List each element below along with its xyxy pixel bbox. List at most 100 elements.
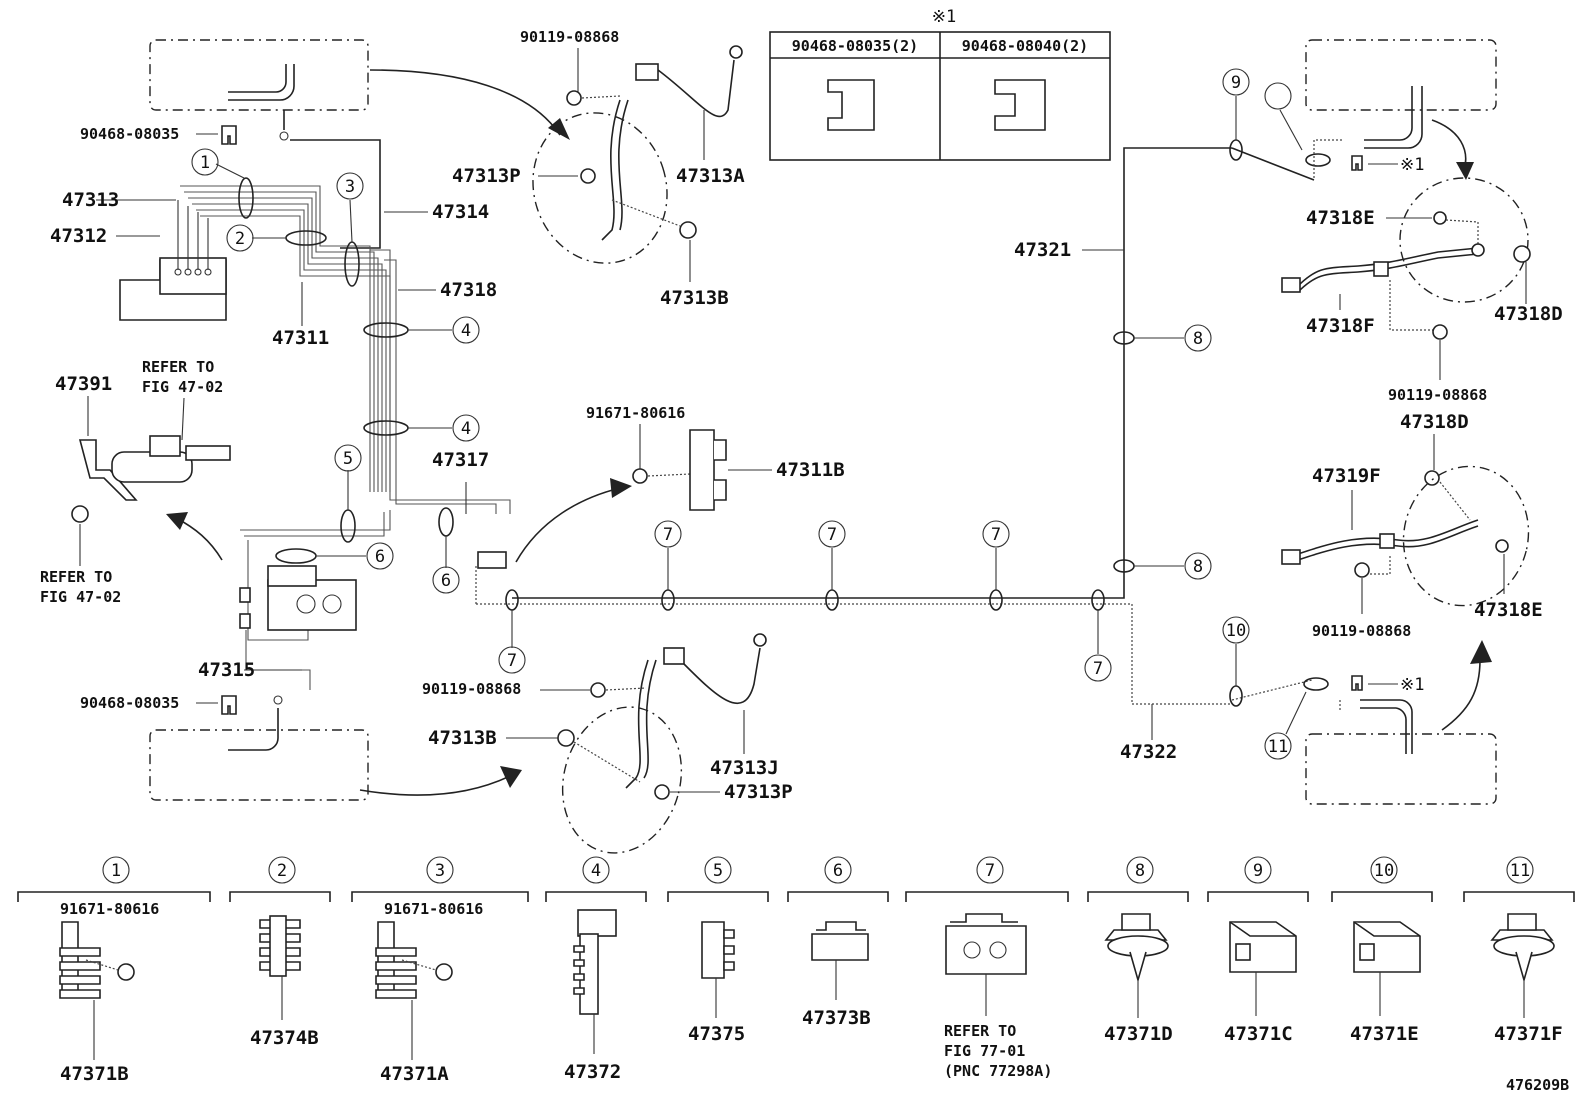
legend-row: 1 91671-80616 47371B 2 47374B 3 91671-80… xyxy=(17,856,1575,1085)
callout-10: 10 xyxy=(1226,621,1246,641)
legend-num: 11 xyxy=(1510,861,1530,881)
clip-icon xyxy=(221,695,237,715)
fig-47-02-1: FIG 47-02 xyxy=(142,378,223,396)
top-left-group: 90468-08035 47313 47312 xyxy=(50,39,570,514)
diagram-code: 476209B xyxy=(1506,1076,1569,1094)
junction-group: 5 6 47315 90468-08035 xyxy=(80,444,522,801)
junction-block-icon xyxy=(267,579,357,631)
label-47318F: 47318F xyxy=(1306,315,1375,337)
callout-3: 3 xyxy=(345,177,355,197)
legend-num: 7 xyxy=(985,861,995,881)
label-47313: 47313 xyxy=(62,189,119,211)
callout-4b: 4 xyxy=(461,419,471,439)
legend-part: 47371C xyxy=(1224,1023,1293,1045)
right-top-group: 9 ※1 47318E 47318D 47318F 90119-08868 xyxy=(1222,39,1563,404)
legend-item-9: 9 47371C xyxy=(1207,856,1309,1045)
label-90119-top: 90119-08868 xyxy=(520,28,619,46)
legend-item-7: 7 REFER TO FIG 77-01 (PNC 77298A) xyxy=(905,856,1069,1080)
right-mid-group: 47318D 47319F 47318E 90119-08868 xyxy=(1281,411,1543,640)
legend-item-6: 6 47373B xyxy=(787,856,889,1029)
legend-item-8: 8 47371D xyxy=(1087,856,1189,1045)
legend-part: 47371D xyxy=(1104,1023,1173,1045)
legend-num: 5 xyxy=(713,861,723,881)
note-ref-top: ※1 xyxy=(1400,155,1424,175)
label-47318D-mid: 47318D xyxy=(1400,411,1469,433)
label-47311B: 47311B xyxy=(776,459,845,481)
legend-part: 47372 xyxy=(564,1061,621,1083)
bottom-hose-group: 90119-08868 47313B 47313P 47313J xyxy=(422,633,793,854)
callout-2: 2 xyxy=(235,229,245,249)
label-47322: 47322 xyxy=(1120,741,1177,763)
callout-6: 6 xyxy=(375,547,385,567)
label-47313B-top: 47313B xyxy=(660,287,729,309)
callout-7d: 7 xyxy=(991,525,1001,545)
legend-item-5: 5 47375 xyxy=(667,856,769,1045)
label-47313J: 47313J xyxy=(710,757,779,779)
legend-item-4: 4 47372 xyxy=(545,856,647,1083)
note-table-col1-header: 90468-08035(2) xyxy=(792,37,918,55)
legend-num: 10 xyxy=(1374,861,1394,881)
legend-num: 6 xyxy=(833,861,843,881)
callout-9: 9 xyxy=(1231,73,1241,93)
label-90468-08035-top: 90468-08035 xyxy=(80,125,179,143)
label-47318: 47318 xyxy=(440,279,497,301)
label-47321: 47321 xyxy=(1014,239,1071,261)
label-90119-mid: 90119-08868 xyxy=(422,680,521,698)
label-91671-80616-mid: 91671-80616 xyxy=(586,404,685,422)
note-ref-bottom: ※1 xyxy=(1400,675,1424,695)
legend-part: 47371B xyxy=(60,1063,129,1085)
label-47313A: 47313A xyxy=(676,165,745,187)
note-table: ※1 90468-08035(2) 90468-08040(2) xyxy=(769,7,1111,161)
label-47318E-top: 47318E xyxy=(1306,207,1375,229)
legend-num: 2 xyxy=(277,861,287,881)
legend-bolt: 91671-80616 xyxy=(60,900,159,918)
callout-8b: 8 xyxy=(1193,557,1203,577)
callout-5: 5 xyxy=(343,449,353,469)
label-90119-right1: 90119-08868 xyxy=(1388,386,1487,404)
note-mark: ※1 xyxy=(932,7,956,27)
callout-7c: 7 xyxy=(827,525,837,545)
clip-icon xyxy=(221,125,237,145)
legend-item-10: 10 47371E xyxy=(1331,856,1433,1045)
legend-num: 4 xyxy=(591,861,601,881)
label-90468-08035-bottom: 90468-08035 xyxy=(80,694,179,712)
callout-7e: 7 xyxy=(1093,659,1103,679)
clip-08040-icon xyxy=(994,79,1046,131)
label-47317: 47317 xyxy=(432,449,489,471)
label-47312: 47312 xyxy=(50,225,107,247)
legend-num: 3 xyxy=(435,861,445,881)
legend-part2: FIG 77-01 xyxy=(944,1042,1025,1060)
right-bottom-group: 10 11 ※1 xyxy=(1222,616,1497,805)
bracket-icon xyxy=(78,439,138,501)
legend-num: 1 xyxy=(111,861,121,881)
refer-to-2: REFER TO xyxy=(40,568,112,586)
callout-7b: 7 xyxy=(663,525,673,545)
label-47313P-top: 47313P xyxy=(452,165,521,187)
legend-item-11: 11 47371F xyxy=(1463,856,1575,1045)
bracket-47311B-icon xyxy=(689,429,715,511)
legend-bolt: 91671-80616 xyxy=(384,900,483,918)
legend-part: 47371F xyxy=(1494,1023,1563,1045)
legend-part: 47375 xyxy=(688,1023,745,1045)
top-hose-group: 90119-08868 47313P 47313B 47313A xyxy=(452,28,745,309)
label-90119-right2: 90119-08868 xyxy=(1312,622,1411,640)
label-47313P-bottom: 47313P xyxy=(724,781,793,803)
label-47318E-bottom: 47318E xyxy=(1474,599,1543,621)
fig-47-02-2: FIG 47-02 xyxy=(40,588,121,606)
master-cylinder-group: REFER TO FIG 47-02 47391 REFER TO FIG 47… xyxy=(40,358,231,606)
legend-num: 9 xyxy=(1253,861,1263,881)
legend-part: 47373B xyxy=(802,1007,871,1029)
label-47314: 47314 xyxy=(432,201,489,223)
callout-7a: 7 xyxy=(507,651,517,671)
legend-num: 8 xyxy=(1135,861,1145,881)
clip-08035-icon xyxy=(827,79,875,131)
connector-icon xyxy=(477,551,507,569)
label-47313B-bottom: 47313B xyxy=(428,727,497,749)
note-table-col2-header: 90468-08040(2) xyxy=(962,37,1088,55)
legend-part: 47371E xyxy=(1350,1023,1419,1045)
main-tube-group: 7 7 7 7 7 8 8 47321 47322 xyxy=(475,147,1232,763)
label-47311: 47311 xyxy=(272,327,329,349)
legend-item-2: 2 47374B xyxy=(229,856,331,1049)
refer-to-1: REFER TO xyxy=(142,358,214,376)
